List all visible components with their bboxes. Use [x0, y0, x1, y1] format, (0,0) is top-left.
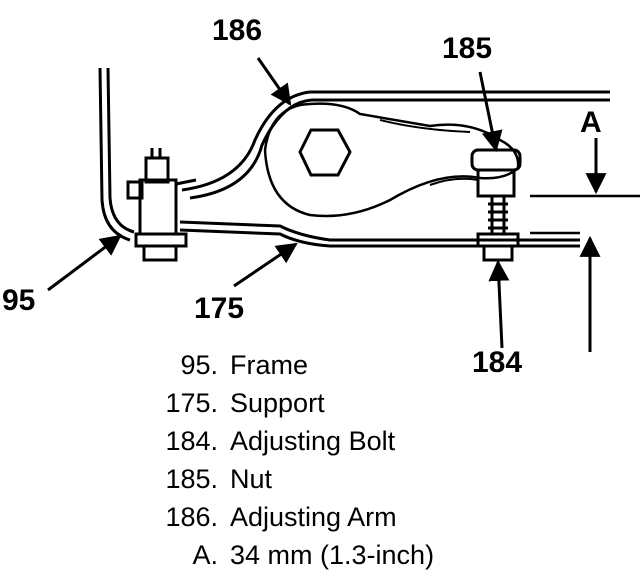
arrow-185 — [478, 71, 503, 153]
legend-number: 185. — [165, 464, 218, 494]
legend-label: 34 mm (1.3-inch) — [230, 540, 435, 570]
arrow-186 — [256, 57, 292, 106]
legend-number: 95. — [180, 350, 218, 380]
legend-number: 184. — [165, 426, 218, 456]
legend-item: 185. Nut — [130, 460, 434, 498]
hex-bolt-head — [298, 128, 352, 177]
callout-95: 95 — [2, 284, 35, 317]
legend-label: Frame — [230, 350, 309, 380]
legend-item: A. 34 mm (1.3-inch) — [130, 536, 434, 574]
callout-184: 184 — [472, 346, 522, 379]
legend-number: 175. — [165, 388, 218, 418]
arrow-184 — [488, 259, 510, 349]
reference-lines — [530, 194, 640, 235]
legend-label: Nut — [230, 464, 273, 494]
callout-186: 186 — [212, 14, 262, 47]
legend-item: 95. Frame — [130, 346, 434, 384]
adjusting-bolt — [470, 148, 522, 262]
arrow-175 — [233, 242, 298, 288]
callout-175: 175 — [194, 292, 244, 325]
legend-item: 184. Adjusting Bolt — [130, 422, 434, 460]
legend-label: Support — [230, 388, 325, 418]
callout-a: A — [580, 106, 602, 139]
legend-label: Adjusting Bolt — [230, 426, 396, 456]
arrow-95 — [47, 234, 122, 292]
support — [179, 220, 580, 248]
legend-number: 186. — [165, 502, 218, 532]
frame — [98, 67, 135, 242]
legend-item: 175. Support — [130, 384, 434, 422]
frame-clamp — [126, 148, 197, 262]
legend-label: Adjusting Arm — [230, 502, 397, 532]
leader-arrows — [47, 57, 607, 352]
legend-item: 186. Adjusting Arm — [130, 498, 434, 536]
callout-185: 185 — [442, 32, 492, 65]
parts-legend: 95. Frame 175. Support 184. Adjusting Bo… — [130, 346, 434, 574]
legend-number: A. — [192, 540, 218, 570]
adjusting-arm — [181, 90, 610, 218]
